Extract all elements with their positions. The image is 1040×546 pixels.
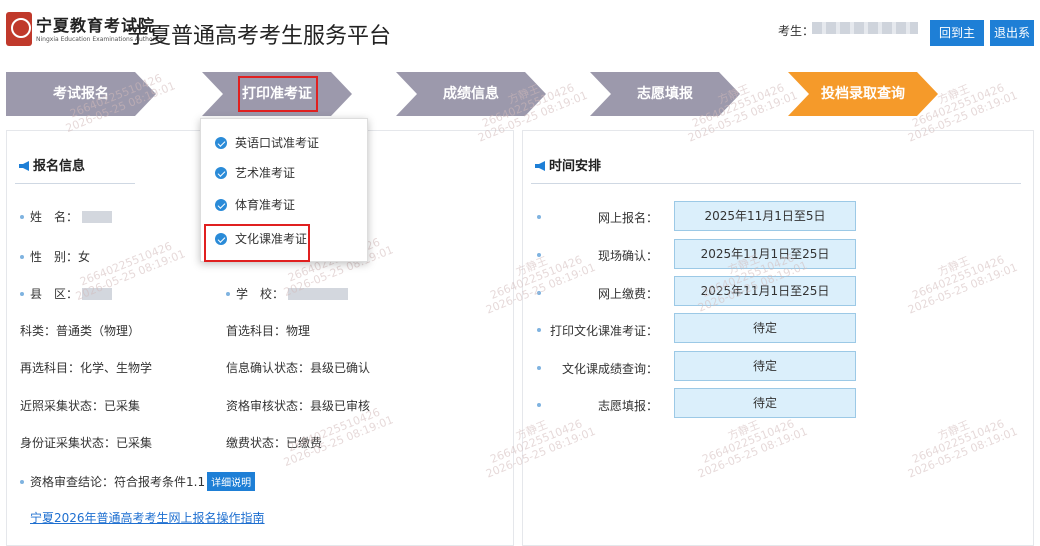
registration-heading: 报名信息 [19,155,85,174]
step-score-info[interactable]: 成绩信息 [396,72,546,116]
site-title: 宁夏普通高考考生服务平台 [127,24,392,49]
schedule-bullet [537,253,541,257]
step-application-fill[interactable]: 志愿填报 [590,72,740,116]
check-circle-icon [215,167,227,179]
logo-subtext: Ningxia Education Examinations Authority [36,36,163,43]
schedule-value: 2025年11月1日至25日 [674,276,856,306]
examinee-label: 考生： [778,24,815,38]
check-circle-icon [215,199,227,211]
registration-guide-link[interactable]: 宁夏2026年普通高考考生网上报名操作指南 [30,511,265,525]
divider [531,183,1021,184]
field-photo-status: 近照采集状态：已采集 [20,399,141,413]
field-id-status: 身份证采集状态：已采集 [20,436,153,450]
process-steps: 考试报名 打印准考证 成绩信息 志愿填报 投档录取查询 [0,72,1040,116]
schedule-value: 2025年11月1日至5日 [674,201,856,231]
field-reselect-subjects: 再选科目：化学、生物学 [20,361,153,375]
field-school: 学 校： [226,285,349,302]
detail-button[interactable]: 详细说明 [207,472,256,491]
schedule-label: 网上缴费： [597,287,658,301]
menu-item-english-oral-ticket[interactable]: 英语口试准考证 [215,133,319,153]
divider [15,183,135,184]
schedule-label: 现场确认： [597,249,658,263]
logo-text: 宁夏教育考试院 [36,16,156,35]
speaker-icon [19,161,29,171]
field-gender: 性 别：女 [20,248,90,265]
schedule-value: 2025年11月1日至25日 [674,239,856,269]
step-exam-registration[interactable]: 考试报名 [6,72,156,116]
schedule-value: 待定 [674,313,856,343]
schedule-value: 待定 [674,351,856,381]
schedule-label: 志愿填报： [597,399,658,413]
schedule-label: 文化课成绩查询： [561,362,658,376]
schedule-heading: 时间安排 [535,155,601,174]
field-qualification-status: 资格审核状态：县级已审核 [226,399,371,413]
step-admission-query[interactable]: 投档录取查询 [788,72,938,116]
home-button[interactable]: 回到主页 [930,20,984,66]
field-name: 姓 名： [20,208,113,225]
admission-ticket-menu: 英语口试准考证 艺术准考证 体育准考证 文化课准考证 [200,118,368,262]
schedule-bullet [537,215,541,219]
examinee-name-redacted [812,22,918,34]
step-print-admission-ticket[interactable]: 打印准考证 [202,72,352,116]
header: 宁夏教育考试院 Ningxia Education Examinations A… [0,0,1040,66]
schedule-bullet [537,403,541,407]
schedule-value: 待定 [674,388,856,418]
schedule-label: 打印文化课准考证： [549,324,658,338]
menu-item-art-ticket[interactable]: 艺术准考证 [215,163,295,183]
field-first-subject: 首选科目：物理 [226,324,311,338]
field-category: 科类：普通类（物理） [20,324,141,338]
culture-ticket-highlight-box [204,224,310,262]
field-confirm-status: 信息确认状态：县级已确认 [226,361,371,375]
redacted-value [288,288,349,300]
logout-button[interactable]: 退出系统 [990,20,1034,66]
schedule-bullet [537,328,541,332]
print-step-highlight-box [238,76,318,112]
menu-item-sports-ticket[interactable]: 体育准考证 [215,195,295,215]
schedule-label: 网上报名： [597,211,658,225]
check-circle-icon [215,137,227,149]
redacted-value [82,288,113,300]
speaker-icon [535,161,545,171]
schedule-bullet [537,291,541,295]
logo-seal-icon [6,12,32,46]
redacted-value [82,211,113,223]
schedule-bullet [537,366,541,370]
field-county: 县 区： [20,285,113,302]
menu-item-culture-ticket[interactable]: 文化课准考证 [215,229,307,249]
check-circle-icon [215,233,227,245]
field-fee-status: 缴费状态：已缴费 [226,436,323,450]
